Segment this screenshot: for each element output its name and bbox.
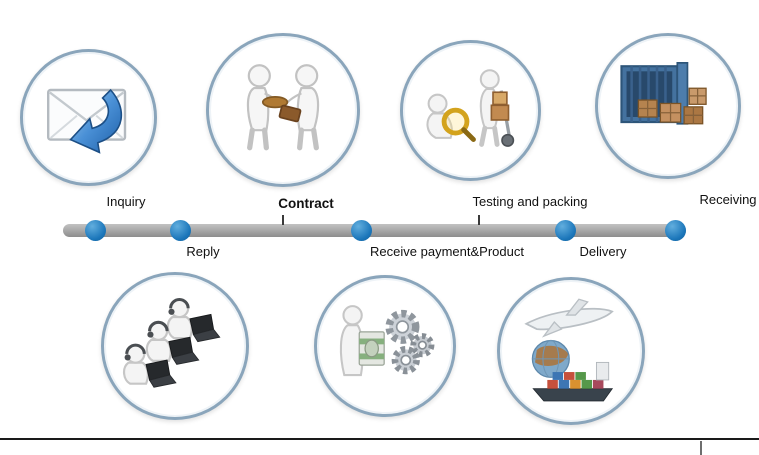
step-circle-receiving bbox=[595, 33, 741, 179]
exchange-briefcase bbox=[278, 104, 302, 123]
globe bbox=[531, 339, 570, 378]
gears bbox=[385, 309, 435, 375]
step-label-contract: Contract bbox=[278, 196, 334, 211]
operator-back bbox=[166, 297, 222, 344]
money-gears-icon bbox=[339, 305, 435, 377]
container-crates-icon bbox=[620, 62, 707, 125]
timeline-tick-testing bbox=[478, 215, 480, 225]
step-label-receiving: Receiving bbox=[699, 192, 757, 207]
step-circle-receive-payment bbox=[314, 275, 456, 417]
ship-containers bbox=[547, 372, 604, 389]
timeline-dot-reply bbox=[170, 220, 191, 241]
inspection-handtruck-icon bbox=[426, 68, 514, 147]
timeline-tick-contract bbox=[282, 215, 284, 225]
step-label-reply: Reply bbox=[186, 244, 220, 259]
step-circle-contract bbox=[206, 33, 360, 187]
timeline-dot-receive-payment bbox=[351, 220, 372, 241]
magnifier-icon bbox=[441, 107, 476, 142]
step-circle-delivery bbox=[497, 277, 645, 425]
cargo-ship bbox=[532, 361, 614, 402]
money-stack bbox=[358, 331, 385, 366]
step-label-testing-packing: Testing and packing bbox=[472, 194, 588, 209]
step-circle-inquiry bbox=[20, 49, 157, 186]
step-circle-testing-packing bbox=[400, 40, 541, 181]
timeline-bar bbox=[63, 224, 686, 237]
step-label-delivery: Delivery bbox=[579, 244, 627, 259]
bottom-divider-line bbox=[0, 438, 759, 440]
timeline-dot-delivery bbox=[555, 220, 576, 241]
plane-globe-ship-icon bbox=[524, 298, 614, 402]
wooden-crates bbox=[637, 87, 707, 125]
reply-arrow bbox=[68, 88, 122, 154]
envelope-reply-icon bbox=[46, 88, 126, 154]
right-figure bbox=[281, 64, 320, 151]
bottom-table-tick bbox=[700, 441, 702, 455]
timeline-dot-receiving bbox=[665, 220, 686, 241]
step-label-receive-payment: Receive payment&Product bbox=[370, 244, 524, 259]
hand-truck bbox=[490, 89, 514, 147]
payee-figure bbox=[339, 305, 364, 377]
inspector-figure bbox=[426, 93, 453, 139]
left-figure bbox=[246, 64, 285, 151]
figures-exchange-icon bbox=[246, 64, 320, 151]
timeline-dot-inquiry bbox=[85, 220, 106, 241]
step-label-inquiry: Inquiry bbox=[106, 194, 146, 209]
ship-bridge bbox=[595, 361, 610, 381]
support-team-laptops-icon bbox=[122, 297, 222, 389]
step-circle-reply bbox=[101, 272, 249, 420]
airplane bbox=[524, 298, 614, 338]
exchange-plate bbox=[261, 95, 289, 109]
